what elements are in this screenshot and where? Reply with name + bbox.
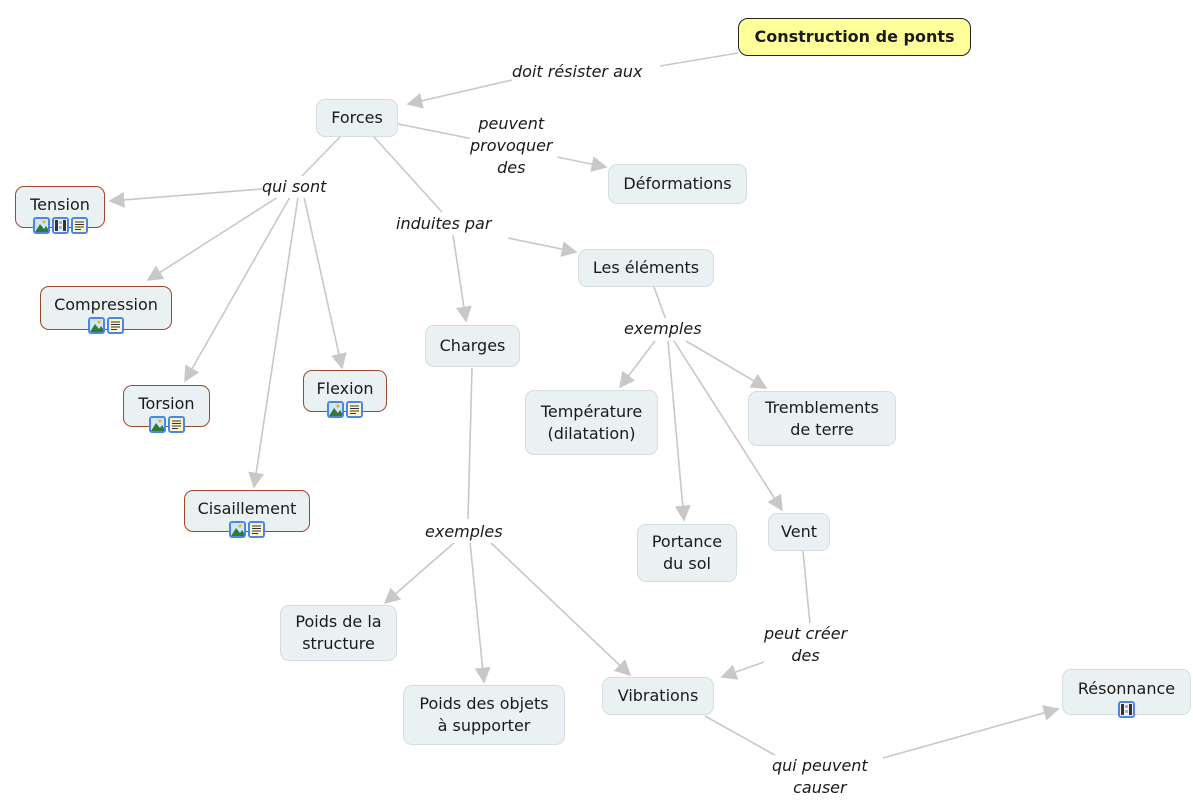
edge-forces-quisont bbox=[299, 136, 341, 179]
concept-label: Vibrations bbox=[617, 686, 699, 705]
concept-resonnance[interactable]: Résonnance bbox=[1062, 669, 1191, 718]
concept-deformations[interactable]: Déformations bbox=[608, 164, 747, 204]
concept-tension[interactable]: Tension bbox=[15, 186, 105, 234]
concept-label: Portance du sol bbox=[651, 532, 723, 573]
concept-label: Construction de ponts bbox=[754, 27, 955, 46]
concept-label: Flexion bbox=[316, 379, 374, 398]
edge-link-forces bbox=[406, 79, 513, 109]
edge-quisont-torsion bbox=[184, 196, 291, 383]
concept-temperature[interactable]: Température (dilatation) bbox=[525, 390, 658, 455]
link-qui-peuvent-causer: qui peuvent causer bbox=[772, 755, 868, 799]
link-exemples-charges: exemples bbox=[425, 521, 503, 543]
concept-label: Compression bbox=[54, 295, 158, 314]
concept-forces[interactable]: Forces bbox=[316, 99, 398, 137]
link-exemples-elements: exemples bbox=[624, 318, 702, 340]
edge-provoquer-deformations bbox=[556, 156, 608, 172]
concept-les-elements[interactable]: Les éléments bbox=[578, 249, 714, 287]
edge-induites-elements bbox=[507, 237, 578, 257]
resource-icons bbox=[32, 217, 88, 234]
concept-poids-de-la-structure[interactable]: Poids de la structure bbox=[280, 605, 397, 661]
edge-quisont-flexion bbox=[303, 196, 347, 370]
document-icon[interactable] bbox=[70, 217, 88, 234]
edge-quipeuvent-resonnance bbox=[882, 705, 1060, 759]
concept-label: Poids de la structure bbox=[295, 612, 382, 653]
edge-vent-peutcreer bbox=[802, 550, 811, 625]
concept-compression[interactable]: Compression bbox=[40, 286, 172, 334]
edge-quisont-tension bbox=[108, 188, 263, 208]
edge-forces-induites bbox=[373, 136, 443, 213]
document-icon[interactable] bbox=[167, 416, 185, 433]
edge-exemples-temperature bbox=[619, 340, 656, 389]
image-icon[interactable] bbox=[229, 521, 246, 538]
concept-label: Tremblements de terre bbox=[765, 397, 879, 439]
concept-vent[interactable]: Vent bbox=[768, 513, 830, 551]
edge-quisont-cisaillement bbox=[248, 196, 299, 489]
concept-label: Cisaillement bbox=[197, 499, 297, 518]
edge-induites-charges bbox=[452, 234, 472, 323]
concept-portance-du-sol[interactable]: Portance du sol bbox=[637, 524, 737, 582]
concept-label: Torsion bbox=[138, 394, 195, 413]
edge-exemples-poids-structure bbox=[383, 541, 456, 605]
concept-vibrations[interactable]: Vibrations bbox=[602, 677, 714, 715]
link-peut-creer: peut créer des bbox=[764, 623, 848, 667]
link-qui-sont: qui sont bbox=[262, 176, 327, 198]
document-icon[interactable] bbox=[346, 401, 363, 418]
concept-construction-de-ponts[interactable]: Construction de ponts bbox=[738, 18, 971, 56]
image-icon[interactable] bbox=[88, 317, 105, 334]
edge-vibrations-quipeuvent bbox=[704, 715, 781, 759]
edge-charges-exemples bbox=[467, 367, 473, 520]
concept-flexion[interactable]: Flexion bbox=[303, 370, 387, 418]
concept-label: Vent bbox=[781, 522, 817, 541]
link-doit-resister: doit résister aux bbox=[512, 61, 643, 83]
concept-charges[interactable]: Charges bbox=[425, 325, 520, 367]
concept-torsion[interactable]: Torsion bbox=[123, 385, 210, 433]
concept-label: Déformations bbox=[623, 174, 732, 193]
image-icon[interactable] bbox=[32, 217, 50, 234]
resource-icons bbox=[148, 416, 185, 433]
concept-label: Résonnance bbox=[1077, 679, 1176, 698]
link-peuvent-provoquer: peuvent provoquer des bbox=[470, 113, 553, 179]
concept-label: Forces bbox=[331, 108, 383, 127]
image-icon[interactable] bbox=[148, 416, 166, 433]
video-icon[interactable] bbox=[51, 217, 69, 234]
concept-label: Les éléments bbox=[592, 258, 700, 277]
concept-tremblements-de-terre[interactable]: Tremblements de terre bbox=[748, 391, 896, 446]
edge-exemples-vibrations bbox=[489, 541, 632, 677]
resource-icons bbox=[229, 521, 265, 538]
edge-quisont-compression bbox=[146, 196, 279, 281]
concept-label: Poids des objets à supporter bbox=[419, 694, 549, 735]
video-icon[interactable] bbox=[1118, 701, 1135, 718]
edge-exemples-poids-objets bbox=[469, 541, 491, 684]
resource-icons bbox=[88, 317, 124, 334]
edge-forces-provoquer bbox=[397, 123, 479, 141]
concept-label: Température (dilatation) bbox=[540, 401, 643, 443]
document-icon[interactable] bbox=[107, 317, 124, 334]
edge-exemples-tremblements bbox=[685, 340, 768, 389]
link-induites-par: induites par bbox=[396, 213, 492, 235]
concept-cisaillement[interactable]: Cisaillement bbox=[184, 490, 310, 538]
edge-construction-link bbox=[659, 52, 739, 67]
concept-poids-des-objets[interactable]: Poids des objets à supporter bbox=[403, 685, 565, 745]
concept-label: Charges bbox=[439, 336, 506, 355]
edge-exemples-vent bbox=[673, 340, 783, 512]
edge-elements-exemples bbox=[653, 286, 667, 321]
document-icon[interactable] bbox=[248, 521, 265, 538]
image-icon[interactable] bbox=[327, 401, 344, 418]
resource-icons bbox=[327, 401, 363, 418]
resource-icons bbox=[1118, 701, 1135, 718]
concept-label: Tension bbox=[30, 195, 90, 214]
edge-exemples-portance bbox=[667, 340, 691, 522]
